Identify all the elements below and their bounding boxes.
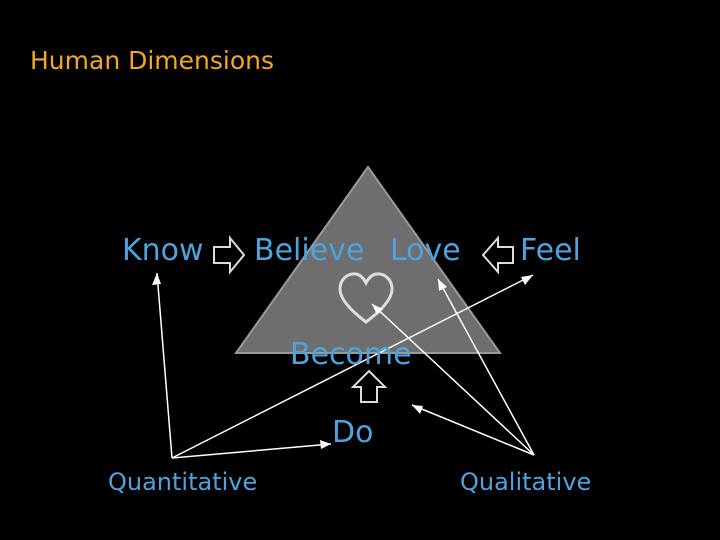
label-love: Love [390, 233, 461, 268]
page-title: Human Dimensions [30, 46, 275, 75]
connector-arrowheads [152, 273, 533, 449]
label-quantitative: Quantitative [108, 468, 258, 496]
triangle-shape [234, 165, 502, 354]
connector-quantitative-to-feel [171, 274, 534, 459]
label-know: Know [122, 233, 204, 268]
label-believe: Believe [254, 233, 365, 268]
connector-qualitative-to-believe [371, 303, 535, 456]
left-arrow-icon [481, 235, 514, 275]
connector-qualitative-to-become [411, 404, 535, 456]
arrowhead-know [152, 273, 161, 285]
heart-icon [338, 272, 394, 324]
arrowhead-feel [521, 275, 533, 285]
connector-qualitative-to-love [437, 278, 535, 456]
label-qualitative: Qualitative [460, 468, 592, 496]
connector-quantitative-to-do [171, 443, 332, 459]
label-do: Do [332, 415, 374, 450]
arrowhead-love [438, 279, 447, 291]
label-become: Become [290, 337, 412, 372]
connector-quantitative-to-know [156, 272, 173, 459]
right-arrow-icon [213, 235, 246, 275]
arrowhead-do [320, 440, 331, 449]
label-feel: Feel [520, 233, 581, 268]
connector-lines [156, 272, 535, 459]
arrowhead-believe [372, 304, 383, 315]
arrowhead-become [412, 405, 423, 414]
up-arrow-icon [350, 369, 388, 403]
